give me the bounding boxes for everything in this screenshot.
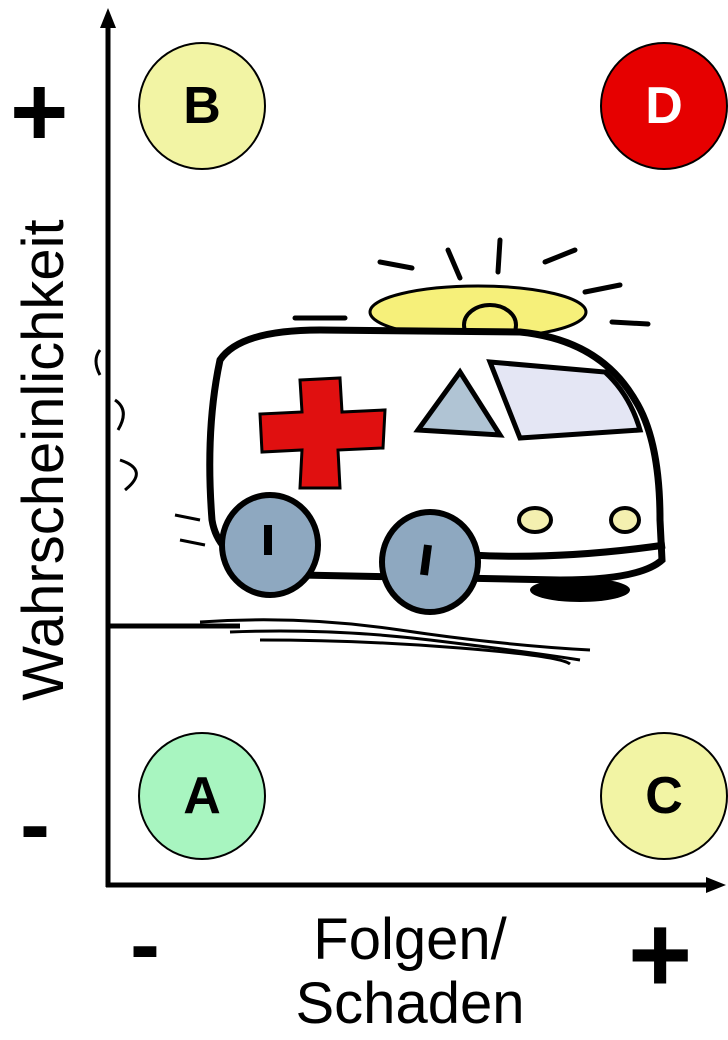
y-plus-sign: +	[10, 56, 69, 168]
front-wheel	[379, 509, 481, 615]
x-axis-label-line2: Schaden	[295, 970, 525, 1036]
quadrant-a-label: A	[183, 767, 221, 825]
windshield	[486, 359, 644, 441]
x-axis-arrow	[706, 877, 726, 893]
headlight-left	[517, 506, 553, 534]
siren-rays	[292, 237, 651, 327]
x-axis-label: Folgen/ Schaden	[230, 908, 590, 1036]
x-plus-sign: +	[628, 893, 693, 1016]
x-axis-label-line1: Folgen/	[313, 907, 507, 972]
headlight-right	[609, 506, 641, 534]
front-hub	[420, 544, 432, 576]
quadrant-b-label: B	[183, 77, 221, 135]
quadrant-c-circle: C	[600, 732, 728, 860]
quadrant-c-label: C	[645, 767, 683, 825]
red-cross	[258, 376, 387, 490]
x-minus-sign: -	[130, 895, 160, 995]
motion-streaks	[199, 618, 591, 666]
y-axis-arrow	[100, 8, 116, 28]
quadrant-d-label: D	[645, 77, 683, 135]
quadrant-d-circle: D	[600, 42, 728, 170]
quadrant-a-circle: A	[138, 732, 266, 860]
side-window	[413, 367, 505, 438]
bumper	[469, 541, 666, 560]
undercarriage	[530, 578, 630, 602]
y-minus-sign: -	[20, 775, 50, 875]
speed-lines	[94, 349, 206, 547]
quadrant-b-circle: B	[138, 42, 266, 170]
